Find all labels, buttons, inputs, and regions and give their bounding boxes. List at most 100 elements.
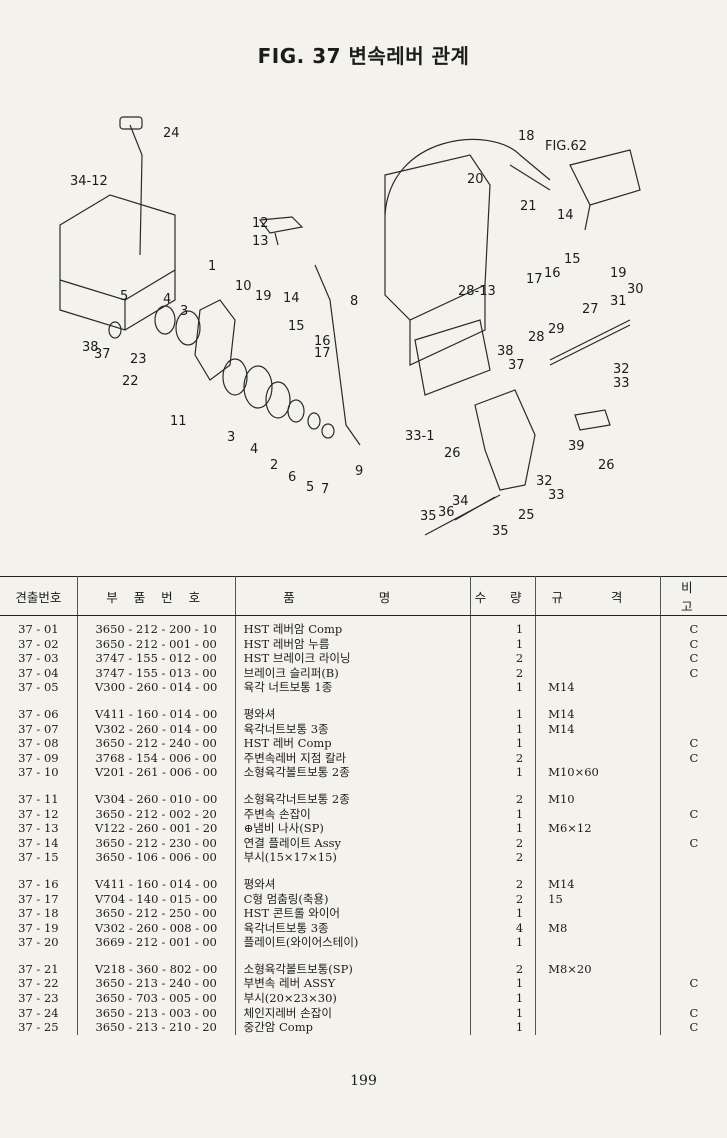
callout-12: 12 (252, 216, 269, 231)
exploded-parts-diagram: 24 34-12 1 12 13 10 19 14 15 8 18 20 21 … (30, 95, 670, 555)
callout-4b: 4 (250, 442, 258, 457)
row-spec: M14 (535, 680, 661, 695)
row-part-number: V704 - 140 - 015 - 00 (77, 891, 236, 907)
row-spec: 15 (535, 891, 661, 907)
diagram-callouts: 24 34-12 1 12 13 10 19 14 15 8 18 20 21 … (70, 126, 644, 539)
row-spec (535, 750, 661, 766)
callout-32: 32 (613, 362, 630, 377)
row-part-name: HST 레버암 누름 (235, 636, 471, 652)
row-quantity: 1 (470, 636, 537, 652)
row-spec: M6×12 (535, 821, 661, 836)
callout-7: 7 (321, 482, 329, 497)
callout-22: 22 (122, 374, 139, 389)
row-remarks (660, 765, 727, 780)
row-part-number: V201 - 261 - 006 - 00 (77, 765, 236, 780)
page-number: 199 (350, 1073, 377, 1089)
row-part-name: HST 레버 Comp (235, 736, 471, 751)
group-spacer (0, 949, 727, 962)
row-part-number: 3650 - 212 - 250 - 00 (77, 906, 236, 921)
row-part-number: V411 - 160 - 014 - 00 (77, 706, 236, 722)
row-quantity: 4 (470, 920, 537, 936)
row-remarks: C (689, 835, 699, 850)
row-spec: M14 (535, 721, 661, 737)
row-spec (535, 935, 661, 950)
callout-5: 5 (120, 289, 128, 304)
spacer-cell (0, 864, 78, 877)
row-part-name: 체인지레버 손잡이 (235, 1005, 471, 1021)
row-index-no: 37 - 03 (0, 651, 78, 666)
row-remarks (660, 792, 727, 807)
callout-31: 31 (610, 294, 627, 309)
spacer-cell (470, 694, 537, 707)
row-index-no: 37 - 07 (0, 721, 78, 737)
callout-33-1: 33-1 (405, 429, 435, 444)
spacer-cell (660, 695, 727, 707)
row-quantity: 2 (470, 850, 537, 865)
callout-29: 29 (548, 322, 565, 337)
row-quantity: 1 (470, 765, 537, 780)
spacer-cell (0, 779, 78, 792)
row-spec: M14 (535, 876, 661, 892)
callout-3b: 3 (227, 430, 235, 445)
callout-34-12: 34-12 (70, 174, 108, 189)
row-remarks (660, 680, 727, 695)
header-part-name: 품 명 (235, 576, 471, 616)
row-spec: M8×20 (535, 961, 661, 977)
row-part-name: 육각너트보통 3종 (235, 721, 471, 737)
row-index-no: 37 - 18 (0, 906, 78, 921)
callout-21: 21 (520, 199, 537, 214)
spacer-cell (470, 779, 537, 792)
callout-34: 34 (452, 494, 469, 509)
row-quantity: 1 (470, 991, 537, 1006)
row-spec (535, 835, 661, 851)
row-part-name: ⊕냄비 나사(SP) (235, 821, 471, 836)
callout-15: 15 (288, 319, 305, 334)
callout-28: 28 (528, 330, 545, 345)
row-quantity: 1 (470, 935, 537, 950)
row-index-no: 37 - 20 (0, 935, 78, 950)
header-remarks: 비 고 (660, 576, 727, 616)
row-spec (535, 736, 661, 751)
spacer-cell (235, 694, 471, 707)
row-part-name: 육각 너트보통 1종 (235, 680, 471, 695)
spacer-cell (77, 694, 236, 707)
row-remarks (660, 906, 727, 921)
row-part-number: 3650 - 212 - 200 - 10 (77, 615, 236, 637)
spacer-cell (470, 949, 537, 962)
row-index-no: 37 - 06 (0, 706, 78, 722)
row-part-name: 부시(15×17×15) (235, 850, 471, 865)
row-part-number: 3747 - 155 - 012 - 00 (77, 651, 236, 666)
spacer-cell (235, 779, 471, 792)
row-quantity: 1 (470, 976, 537, 992)
row-spec (535, 1005, 661, 1021)
row-part-number: 3650 - 213 - 003 - 00 (77, 1005, 236, 1021)
row-part-number: V122 - 260 - 001 - 20 (77, 821, 236, 836)
row-remarks: C (689, 636, 699, 651)
row-remarks (660, 892, 727, 907)
row-part-name: 소형육각볼트보통 2종 (235, 765, 471, 780)
callout-20: 20 (467, 172, 484, 187)
row-spec: M14 (535, 706, 661, 722)
row-remarks (660, 877, 727, 892)
callout-37b: 37 (94, 347, 111, 362)
row-remarks (660, 850, 727, 865)
row-remarks: C (689, 736, 699, 751)
row-spec (535, 991, 661, 1006)
spacer-cell (0, 694, 78, 707)
row-part-name: 육각너트보통 3종 (235, 920, 471, 936)
callout-38b: 38 (82, 340, 99, 355)
callout-5b: 5 (306, 480, 314, 495)
